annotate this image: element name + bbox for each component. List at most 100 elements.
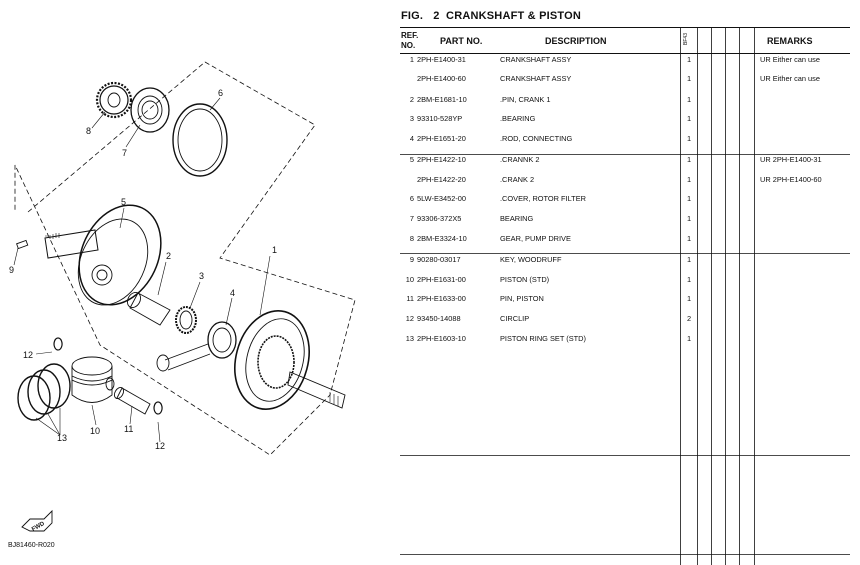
quantity: 1	[686, 114, 692, 123]
crank-pin-part	[126, 292, 171, 326]
header-remarks: REMARKS	[767, 36, 813, 46]
description: KEY, WOODRUFF	[500, 255, 562, 264]
ref-no: 13	[405, 334, 414, 343]
callout-12-lower: 12	[155, 441, 165, 451]
quantity: 1	[686, 294, 692, 303]
part-number: 93310-528YP	[417, 114, 463, 123]
quantity: 1	[686, 334, 692, 343]
needle-bearing-part	[175, 306, 197, 334]
quantity: 1	[686, 74, 692, 83]
ref-no: 4	[409, 134, 414, 143]
header-model-code: BF43	[683, 33, 689, 45]
table-row: 5 2PH-E1422-10 .CRANNK 2 1 UR 2PH-E1400-…	[0, 155, 860, 169]
remarks: UR Either can use	[760, 74, 820, 83]
callout-7: 7	[122, 148, 127, 158]
description: CRANKSHAFT ASSY	[500, 74, 572, 83]
table-row: 12 93450-14088 CIRCLIP 2	[0, 314, 860, 328]
header-description: DESCRIPTION	[545, 36, 607, 46]
ref-no: 9	[409, 255, 414, 264]
part-number: 93306-372X5	[417, 214, 462, 223]
circlip-part-lower	[153, 401, 163, 415]
callout-13: 13	[57, 433, 67, 443]
quantity: 1	[686, 175, 692, 184]
piston-ring-set-part	[17, 363, 71, 421]
bearing-part-7	[130, 87, 170, 133]
callout-9: 9	[9, 265, 14, 275]
table-row: 4 2PH-E1651-20 .ROD, CONNECTING 1	[0, 134, 860, 148]
table-row: 11 2PH-E1633-00 PIN, PISTON 1	[0, 294, 860, 308]
table-row: 2PH-E1400-60 CRANKSHAFT ASSY 1 UR Either…	[0, 74, 860, 88]
callout-11: 11	[124, 424, 133, 434]
description: .COVER, ROTOR FILTER	[500, 194, 586, 203]
table-row: 7 93306-372X5 BEARING 1	[0, 214, 860, 228]
circlip-part-upper	[53, 337, 63, 351]
header-part-no: PART NO.	[440, 36, 483, 46]
table-row: 3 93310-528YP .BEARING 1	[0, 114, 860, 128]
description: GEAR, PUMP DRIVE	[500, 234, 571, 243]
ref-no: 8	[409, 234, 414, 243]
piston-pin-part	[113, 386, 151, 415]
fwd-arrow-icon: FWD	[21, 509, 53, 533]
part-number: 2PH-E1400-60	[417, 74, 466, 83]
table-row: 8 2BM-E3324-10 GEAR, PUMP DRIVE 1	[0, 234, 860, 248]
callout-8: 8	[86, 126, 91, 136]
ref-no: 1	[409, 55, 414, 64]
quantity: 2	[686, 314, 692, 323]
callout-2: 2	[166, 251, 171, 261]
header-ref-no: REF.NO.	[401, 31, 419, 50]
remarks: UR Either can use	[760, 55, 820, 64]
woodruff-key-part	[16, 239, 29, 250]
part-number: 90280-03017	[417, 255, 461, 264]
table-row: 6 5LW-E3452-00 .COVER, ROTOR FILTER 1	[0, 194, 860, 208]
description: PIN, PISTON	[500, 294, 544, 303]
description: .CRANK 2	[500, 175, 535, 184]
table-row: 10 2PH-E1631-00 PISTON (STD) 1	[0, 275, 860, 289]
part-number: 5LW-E3452-00	[417, 194, 467, 203]
part-number: 2PH-E1631-00	[417, 275, 466, 284]
remarks: UR 2PH-E1400-31	[760, 155, 822, 164]
description: CRANKSHAFT ASSY	[500, 55, 572, 64]
part-number: 93450-14088	[417, 314, 461, 323]
part-number: 2PH-E1400-31	[417, 55, 466, 64]
part-number: 2BM-E1681-10	[417, 95, 467, 104]
pump-drive-gear-part	[95, 81, 133, 119]
quantity: 1	[686, 214, 692, 223]
figure-title: FIG.2 CRANKSHAFT & PISTON	[401, 10, 582, 22]
callout-5: 5	[121, 197, 126, 207]
callout-12-upper: 12	[23, 350, 33, 360]
description: .BEARING	[500, 114, 536, 123]
callout-6: 6	[218, 88, 223, 98]
diagram-code: BJ81460-R020	[8, 542, 55, 549]
description: PISTON RING SET (STD)	[500, 334, 586, 343]
quantity: 1	[686, 234, 692, 243]
ref-no: 5	[409, 155, 414, 164]
quantity: 1	[686, 194, 692, 203]
description: PISTON (STD)	[500, 275, 550, 284]
quantity: 1	[686, 134, 692, 143]
callout-3: 3	[199, 271, 204, 281]
table-row: 13 2PH-E1603-10 PISTON RING SET (STD) 1	[0, 334, 860, 348]
remarks: UR 2PH-E1400-60	[760, 175, 822, 184]
part-number: 2PH-E1422-10	[417, 155, 466, 164]
rotor-filter-cover-part	[172, 103, 228, 177]
part-number: 2BM-E3324-10	[417, 234, 467, 243]
connecting-rod-part	[156, 321, 237, 372]
ref-no: 7	[409, 214, 414, 223]
callout-1: 1	[272, 245, 277, 255]
description: BEARING	[500, 214, 534, 223]
table-row: 2PH-E1422-20 .CRANK 2 1 UR 2PH-E1400-60	[0, 175, 860, 189]
quantity: 1	[686, 55, 692, 64]
crankshaft-assembly-part	[234, 310, 346, 410]
callout-10: 10	[90, 426, 100, 436]
quantity: 1	[686, 275, 692, 284]
table-row: 9 90280-03017 KEY, WOODRUFF 1	[0, 255, 860, 269]
ref-no: 11	[406, 294, 414, 303]
description: .CRANNK 2	[500, 155, 540, 164]
part-number: 2PH-E1651-20	[417, 134, 466, 143]
ref-no: 12	[405, 314, 414, 323]
ref-no: 10	[405, 275, 414, 284]
description: CIRCLIP	[500, 314, 530, 323]
table-row: 2 2BM-E1681-10 .PIN, CRANK 1 1	[0, 95, 860, 109]
callout-4: 4	[230, 288, 235, 298]
